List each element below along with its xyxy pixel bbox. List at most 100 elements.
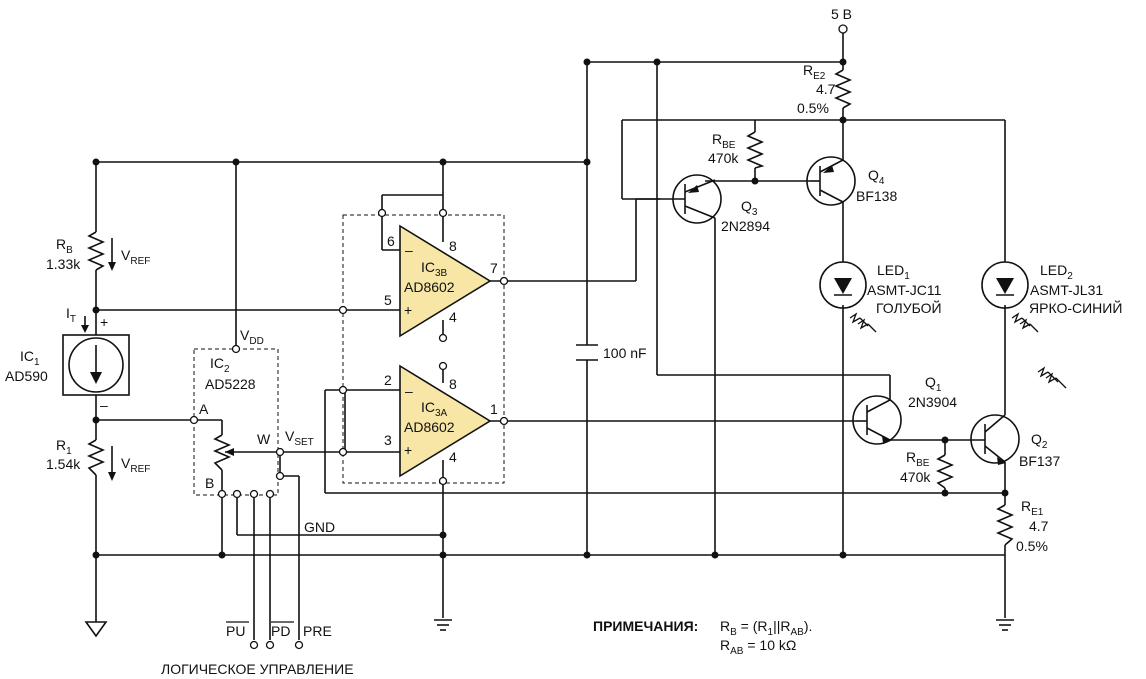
ic3b-pin-plus: 5 bbox=[384, 292, 392, 308]
ic2-pin-b: B bbox=[205, 475, 214, 491]
ground-icon bbox=[996, 619, 1014, 631]
opamp-ic3a bbox=[399, 364, 492, 478]
ic1-minus: – bbox=[100, 397, 108, 413]
q2-designator: Q2 bbox=[1031, 431, 1048, 451]
re1-value: 4.7 bbox=[1029, 518, 1049, 534]
gnd-label: GND bbox=[304, 519, 335, 535]
led1-color: ГОЛУБОЙ bbox=[876, 299, 942, 316]
rbe-bottom-designator: RBE bbox=[906, 449, 930, 469]
rb-designator: RB bbox=[56, 236, 73, 256]
ic2-part: AD5228 bbox=[205, 376, 256, 392]
ic3-package-outline bbox=[342, 214, 505, 484]
q1-part: 2N3904 bbox=[908, 394, 957, 410]
ic3b-pin-out: 7 bbox=[490, 260, 498, 276]
notes: ПРИМЕЧАНИЯ: RB = (R1||RAB). RAB = 10 kΩ bbox=[593, 618, 812, 657]
light-arrows-icon bbox=[849, 312, 1067, 389]
supply-label: 5 В bbox=[831, 6, 852, 22]
ad590-symbol bbox=[62, 334, 130, 396]
resistor-re1-symbol bbox=[995, 504, 1015, 546]
re2-designator: RE2 bbox=[803, 62, 826, 82]
vdd-label: VDD bbox=[240, 327, 264, 347]
it-label: IT bbox=[66, 305, 76, 325]
pin-circles bbox=[189, 24, 848, 650]
potentiometer-symbol bbox=[212, 434, 232, 471]
ic3b-designator: IC3B bbox=[421, 259, 448, 279]
ic3b-pin-vpos: 8 bbox=[449, 238, 457, 254]
r1-designator: R1 bbox=[56, 437, 72, 457]
r1-value: 1.54k bbox=[46, 456, 81, 472]
ic3a-plus-sign: + bbox=[404, 442, 412, 458]
ic3b-plus-sign: + bbox=[404, 302, 412, 318]
pu-label: PU bbox=[226, 623, 245, 639]
resistor-rbe-bottom-symbol bbox=[935, 454, 955, 489]
ic2-package-outline bbox=[193, 348, 279, 496]
notes-heading: ПРИМЕЧАНИЯ: bbox=[593, 618, 698, 634]
ic3b-part: AD8602 bbox=[404, 279, 455, 295]
q1-designator: Q1 bbox=[925, 374, 942, 394]
resistor-rbe-top-symbol bbox=[745, 131, 765, 169]
logic-control: PU PD PRE ЛОГИЧЕСКОЕ УПРАВЛЕНИЕ bbox=[161, 621, 354, 677]
opamp-ic3b bbox=[399, 224, 492, 338]
ground-triangle-icon bbox=[84, 621, 108, 638]
led1-symbol bbox=[819, 261, 867, 309]
vref-label: VREF bbox=[121, 247, 150, 267]
led2-part: ASMT-JL31 bbox=[1030, 282, 1103, 298]
ic2-designator: IC2 bbox=[210, 355, 230, 375]
capacitor-symbol bbox=[576, 344, 598, 361]
ic2-pin-a: A bbox=[199, 401, 209, 417]
ic3b-minus-sign: – bbox=[405, 242, 413, 258]
ic3a-part: AD8602 bbox=[404, 419, 455, 435]
pd-label: PD bbox=[271, 623, 290, 639]
transistor-q1-symbol bbox=[852, 395, 902, 445]
logic-caption: ЛОГИЧЕСКОЕ УПРАВЛЕНИЕ bbox=[161, 661, 354, 677]
rbe-bottom-value: 470k bbox=[900, 469, 931, 485]
vref-label: VREF bbox=[121, 455, 150, 475]
q3-designator: Q3 bbox=[741, 198, 758, 218]
re1-tolerance: 0.5% bbox=[1016, 538, 1048, 554]
ic3b-pin-minus: 6 bbox=[387, 233, 395, 249]
ic3a-designator: IC3A bbox=[421, 399, 448, 419]
ic3a-pin-plus: 3 bbox=[384, 432, 392, 448]
resistors bbox=[86, 69, 1015, 546]
q2-part: BF137 bbox=[1019, 453, 1060, 469]
ic1-designator: IC1 bbox=[20, 348, 40, 368]
rbe-top-value: 470k bbox=[708, 150, 739, 166]
transistor-q4-symbol bbox=[806, 156, 856, 206]
re2-tolerance: 0.5% bbox=[797, 100, 829, 116]
wires bbox=[95, 33, 1006, 640]
ic3a-pin-vpos: 8 bbox=[449, 376, 457, 392]
resistor-re2-symbol bbox=[833, 69, 853, 109]
led2-symbol bbox=[981, 261, 1029, 309]
rb-value: 1.33k bbox=[46, 256, 81, 272]
led2-designator: LED2 bbox=[1040, 262, 1073, 282]
capacitor-value: 100 nF bbox=[603, 345, 647, 361]
notes-line-1: RB = (R1||RAB). bbox=[720, 618, 812, 638]
vset-label: VSET bbox=[285, 428, 314, 448]
led1-part: ASMT-JC11 bbox=[867, 282, 942, 298]
q4-designator: Q4 bbox=[868, 167, 885, 187]
ic3a-pin-out: 1 bbox=[490, 401, 498, 417]
ic3a-pin-vneg: 4 bbox=[449, 449, 457, 465]
reference-arrows bbox=[81, 238, 116, 481]
ic3a-pin-minus: 2 bbox=[384, 372, 392, 388]
q4-part: BF138 bbox=[856, 188, 897, 204]
ic1-plus: + bbox=[100, 314, 108, 330]
resistor-r1-symbol bbox=[86, 439, 106, 476]
ic3a-minus-sign: – bbox=[405, 383, 413, 399]
re2-value: 4.7 bbox=[816, 81, 836, 97]
transistor-q2-symbol bbox=[970, 414, 1020, 465]
transistor-q3-symbol bbox=[672, 174, 722, 224]
ic3b-pin-vneg: 4 bbox=[449, 309, 457, 325]
junction-dots bbox=[92, 58, 1009, 559]
pre-label: PRE bbox=[303, 623, 332, 639]
rbe-top-designator: RBE bbox=[712, 131, 736, 151]
led2-color: ЯРКО-СИНИЙ bbox=[1029, 299, 1122, 316]
resistor-rb-symbol bbox=[86, 231, 106, 271]
ic2-pin-w: W bbox=[257, 431, 271, 447]
re1-designator: RE1 bbox=[1021, 498, 1044, 518]
wiper-arrow-icon bbox=[225, 448, 234, 456]
notes-line-2: RAB = 10 kΩ bbox=[720, 637, 796, 657]
ic1-part: AD590 bbox=[5, 368, 48, 384]
